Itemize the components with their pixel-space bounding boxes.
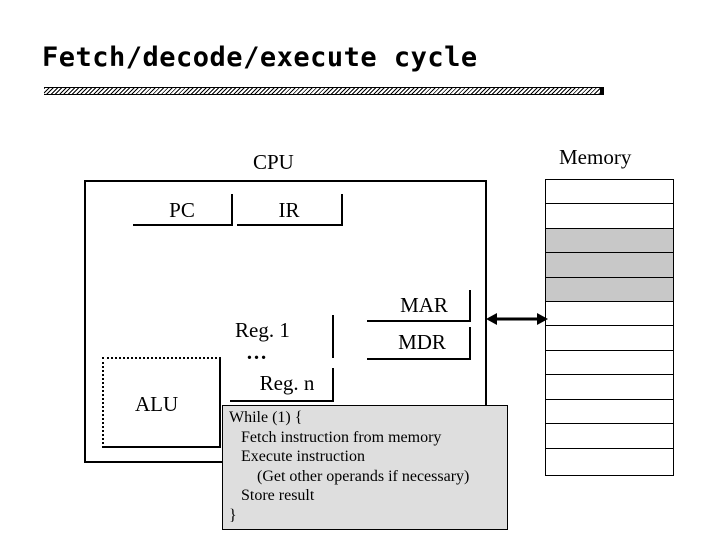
memory-cell — [546, 302, 673, 327]
mdr-register: MDR — [367, 327, 471, 360]
pc-label: PC — [169, 198, 195, 222]
mar-register: MAR — [367, 290, 471, 322]
mar-label: MAR — [400, 293, 448, 317]
memory-cell — [546, 253, 673, 278]
reg1-label: Reg. 1 — [235, 318, 290, 342]
memory-cell — [546, 277, 673, 303]
code-line: } — [229, 506, 237, 524]
memory-cell — [546, 351, 673, 376]
pc-register: PC — [133, 194, 233, 226]
memory-cell — [546, 449, 673, 473]
alu-label: ALU — [135, 392, 179, 416]
ir-label: IR — [278, 198, 300, 222]
alu-box — [102, 357, 221, 448]
regn-register: Reg. n — [230, 368, 334, 402]
memory-label: Memory — [559, 145, 632, 169]
memory-column — [545, 179, 674, 476]
register-file — [230, 315, 334, 358]
code-line: While (1) { — [229, 409, 303, 426]
memory-cell — [546, 228, 673, 254]
reg-ellipsis: … — [246, 340, 267, 364]
cycle-pseudocode: While (1) { Fetch instruction from memor… — [222, 405, 508, 530]
title-underline — [44, 87, 602, 95]
code-line: Execute instruction — [229, 448, 365, 465]
memory-cell — [546, 424, 673, 449]
code-line: (Get other operands if necessary) — [229, 467, 470, 485]
code-line: Store result — [229, 487, 315, 504]
ir-register: IR — [237, 194, 343, 226]
memory-cell — [546, 327, 673, 351]
memory-cell — [546, 400, 673, 425]
cpu-label: CPU — [253, 150, 294, 174]
memory-cell — [546, 375, 673, 400]
memory-bus-arrow — [486, 313, 548, 325]
memory-cell — [546, 204, 673, 229]
memory-cell — [546, 180, 673, 205]
title-underline-end — [600, 87, 604, 95]
mdr-label: MDR — [398, 330, 446, 354]
regn-label: Reg. n — [259, 371, 315, 395]
slide-title: Fetch/decode/execute cycle — [42, 42, 478, 73]
code-line: Fetch instruction from memory — [229, 428, 442, 446]
